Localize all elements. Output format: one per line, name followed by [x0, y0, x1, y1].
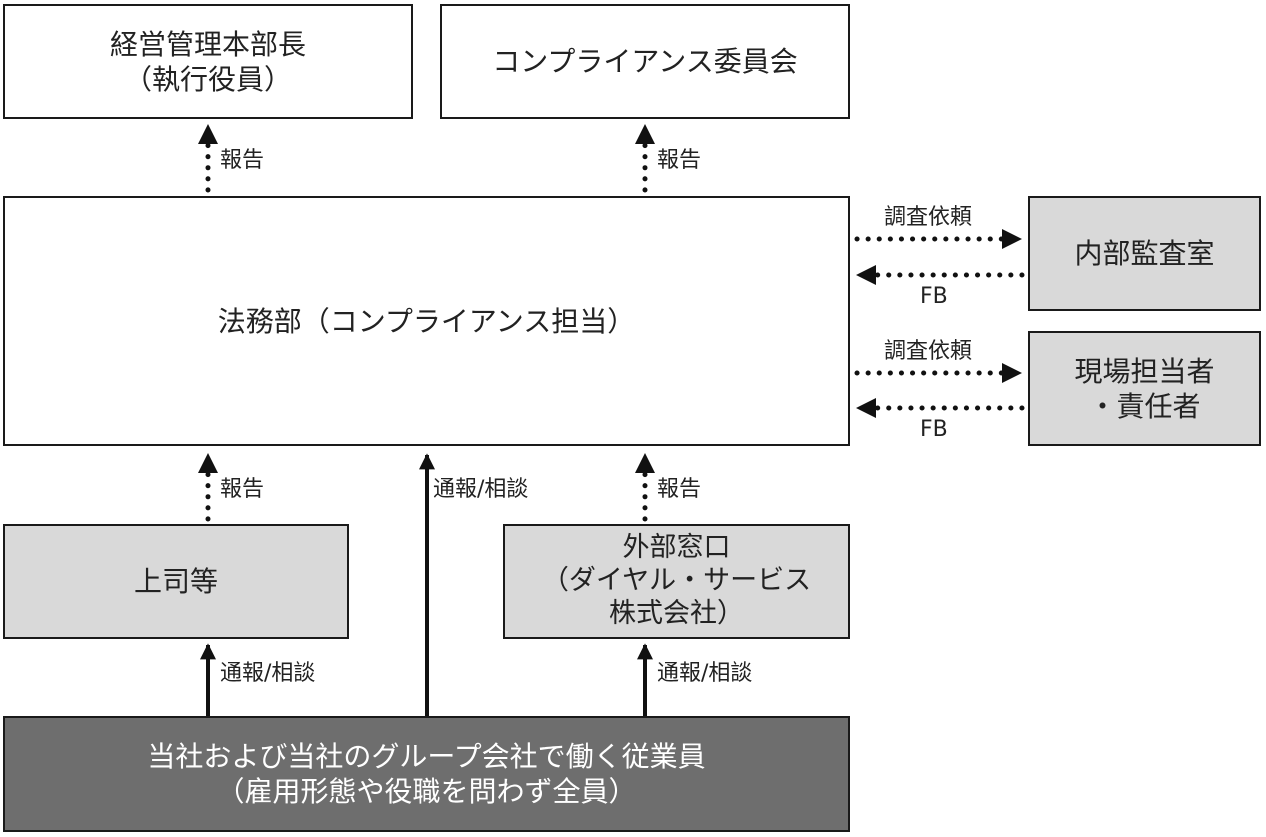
label-request-site: 調査依頼 [884, 339, 973, 364]
box-external-desk: 外部窓口 （ダイヤル・サービス 株式会社） [503, 524, 850, 639]
label-request-audit: 調査依頼 [884, 205, 973, 230]
box-management-head-line2: （執行役員） [123, 62, 292, 96]
label-fb-site: FB [920, 417, 948, 442]
box-external-desk-line3: 株式会社） [609, 597, 744, 629]
box-external-desk-line2: （ダイヤル・サービス [541, 565, 812, 597]
box-employees-line1: 当社および当社のグループ会社で働く従業員 [147, 740, 706, 773]
box-management-head: 経営管理本部長 （執行役員） [3, 4, 413, 119]
box-compliance-committee: コンプライアンス委員会 [440, 4, 850, 119]
box-legal-dept: 法務部（コンプライアンス担当） [3, 196, 850, 446]
box-legal-dept-line1: 法務部（コンプライアンス担当） [217, 304, 636, 338]
label-fb-audit: FB [920, 284, 948, 309]
label-consult-supervisor: 通報/相談 [220, 661, 316, 686]
label-report-to-management: 報告 [220, 148, 265, 173]
box-supervisor-line1: 上司等 [133, 565, 218, 598]
box-management-head-line1: 経営管理本部長 [109, 27, 306, 61]
label-report-from-supervisor: 報告 [220, 477, 265, 502]
box-supervisor: 上司等 [3, 524, 349, 639]
label-report-to-committee: 報告 [657, 148, 702, 173]
box-compliance-committee-line1: コンプライアンス委員会 [492, 45, 798, 78]
box-site-manager-line2: ・責任者 [1088, 389, 1201, 423]
box-internal-audit-line1: 内部監査室 [1074, 237, 1215, 270]
box-site-manager-line1: 現場担当者 [1074, 354, 1215, 388]
box-external-desk-line1: 外部窓口 [622, 532, 731, 564]
label-report-from-external: 報告 [657, 477, 702, 502]
box-internal-audit: 内部監査室 [1028, 196, 1261, 311]
label-consult-external: 通報/相談 [657, 661, 753, 686]
box-employees-line2: （雇用形態や役職を問わず全員） [216, 775, 637, 808]
box-site-manager: 現場担当者 ・責任者 [1028, 331, 1261, 446]
label-consult-direct: 通報/相談 [433, 477, 529, 502]
box-employees: 当社および当社のグループ会社で働く従業員 （雇用形態や役職を問わず全員） [3, 716, 850, 832]
